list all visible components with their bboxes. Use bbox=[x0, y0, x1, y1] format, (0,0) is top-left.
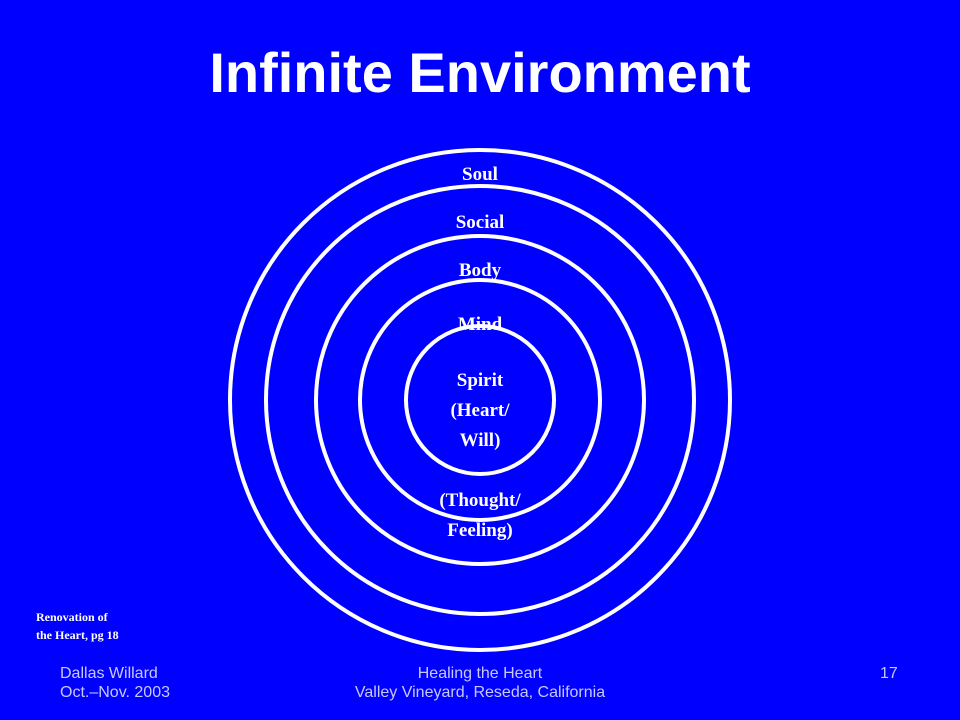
label-soul: Soul bbox=[462, 164, 498, 185]
ring-spirit bbox=[404, 324, 556, 476]
citation-line-1: Renovation of bbox=[36, 610, 108, 624]
slide-title: Infinite Environment bbox=[209, 41, 751, 104]
citation-note: Renovation of the Heart, pg 18 bbox=[36, 608, 119, 644]
ring-soul bbox=[228, 148, 732, 652]
ring-social bbox=[264, 184, 696, 616]
footer-event: Healing the Heart Valley Vineyard, Resed… bbox=[0, 664, 960, 702]
ring-mind bbox=[358, 278, 602, 522]
footer-event-location: Valley Vineyard, Reseda, California bbox=[354, 684, 606, 701]
footer-date: Oct.–Nov. 2003 bbox=[60, 684, 170, 701]
citation-line-2: the Heart, pg 18 bbox=[36, 628, 119, 642]
label-social: Social bbox=[456, 212, 505, 233]
label-spirit-2: (Heart/ bbox=[450, 400, 510, 421]
label-spirit-1: Spirit bbox=[457, 370, 504, 391]
label-body: Body bbox=[459, 260, 502, 281]
slide-number: 17 bbox=[880, 665, 898, 682]
footer-event-title: Healing the Heart bbox=[417, 665, 543, 682]
footer-author-name: Dallas Willard bbox=[60, 665, 158, 682]
label-spirit-3: Will) bbox=[460, 430, 501, 451]
footer-author: Dallas Willard Oct.–Nov. 2003 bbox=[60, 664, 170, 702]
label-mind-sub-1: (Thought/ bbox=[439, 490, 521, 511]
label-mind: Mind bbox=[458, 314, 503, 335]
label-mind-sub-2: Feeling) bbox=[447, 520, 512, 541]
ring-body bbox=[314, 234, 646, 566]
